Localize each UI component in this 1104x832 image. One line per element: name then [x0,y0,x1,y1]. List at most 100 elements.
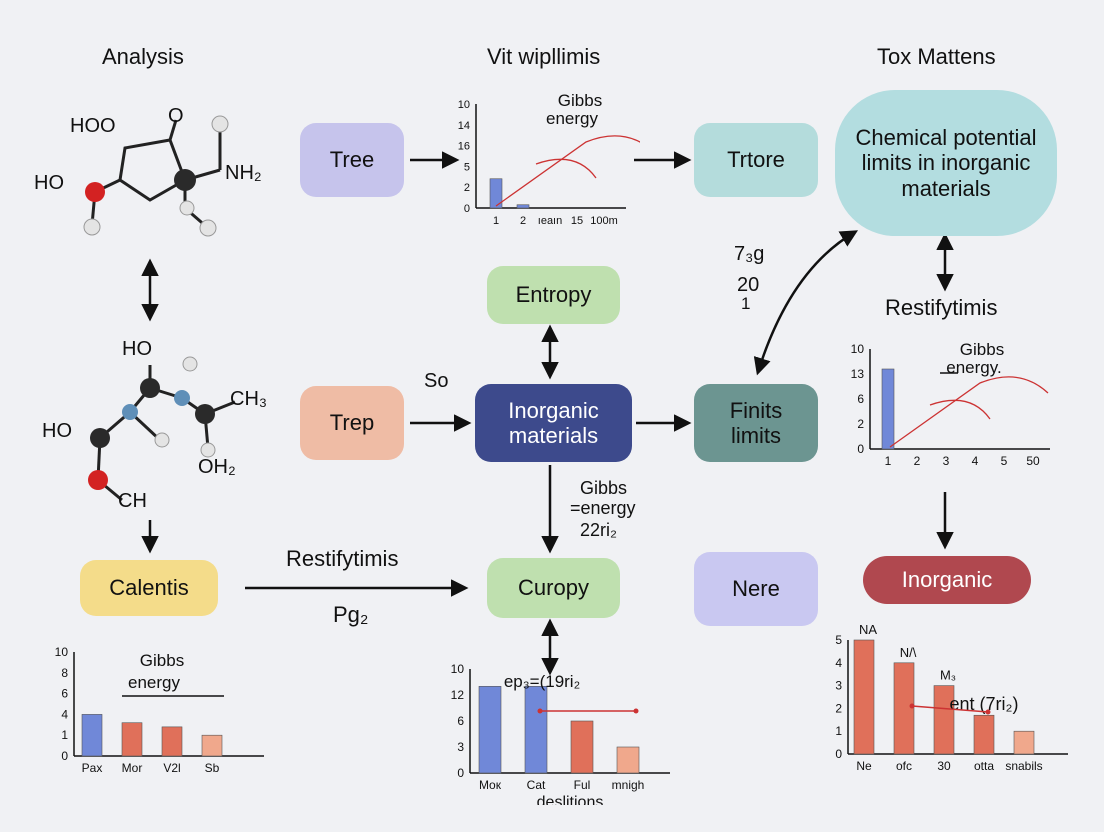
x-tick-label: Sb [205,761,220,775]
annotation-arrow-head [537,708,543,714]
y-tick-label: 0 [457,766,464,780]
y-tick-label: 3 [457,740,464,754]
bar [616,746,640,774]
label-pg2: Pg₂ [333,602,369,627]
x-tick-label: 30 [937,759,951,773]
x-tick-label: 1 [493,215,499,227]
node-inorganic: Inorganic [863,556,1031,604]
x-tick-label: 5 [1001,454,1008,468]
y-tick-label: 8 [61,666,68,680]
x-tick-label: Cat [527,778,546,792]
y-tick-label: 2 [464,182,470,194]
arrow-finits-chemical [753,230,859,376]
curve-arrow [535,158,597,179]
x-tick-label: 100m [590,215,618,227]
bar [881,368,895,450]
x-tick-label: Pax [82,761,103,775]
node-entropy: Entropy [487,266,620,324]
node-trep: Trep [300,386,404,460]
label-stack-3: 1 [741,294,751,313]
mol-label-ch3: CH₃ [230,388,268,410]
y-tick-label: 5 [835,633,842,647]
y-tick-label: 4 [61,707,68,721]
x-tick-label: Ful [574,778,591,792]
x-tick-label: snabils [1005,759,1042,773]
y-tick-label: 10 [851,342,865,356]
x-tick-label: Moк [479,778,502,792]
x-axis-label: deslitions [537,794,604,805]
bar [121,722,143,757]
mol-label-ho-left: HO [42,420,72,442]
bar [570,720,594,774]
bar [516,204,530,209]
curve-arrow [495,135,640,207]
chart-annotation: ent (7ri₂) [949,694,1018,714]
node-trtore: Trtore [694,123,818,197]
bar [161,726,183,757]
label-gibbs-1: Gibbs [580,478,628,498]
y-tick-label: 1 [835,724,842,738]
molecule-middle [88,356,236,502]
x-tick-label: 1 [885,454,892,468]
bar [489,178,503,209]
label-gibbs-2: =energy [570,498,636,518]
bar [853,639,875,755]
bar-label: N/\ [900,645,917,660]
x-tick-label: 50 [1026,454,1040,468]
x-tick-label: ofc [896,759,912,773]
y-tick-label: 3 [835,679,842,693]
mol-label-ch: CH [118,490,147,512]
bar [81,714,103,757]
y-tick-label: 0 [61,749,68,763]
annotation-arrow-head [985,709,991,715]
mol-label-nh2: NH₂ [225,162,262,184]
x-tick-label: 4 [972,454,979,468]
header-right: Tox Mattens [877,44,996,69]
annotation-arrow-head [909,703,915,709]
node-calentis: Calentis [80,560,218,616]
bar [524,686,548,774]
x-tick-label: mnigh [612,778,645,792]
bar [973,714,995,755]
x-tick-label: ıeaın [538,215,562,227]
header-center: Vit wipllimis [487,44,601,69]
x-tick-label: 2 [914,454,921,468]
molecule-top [83,115,229,237]
y-tick-label: 0 [464,203,470,215]
x-tick-label: 15 [571,215,583,227]
x-tick-label: 2 [520,215,526,227]
y-tick-label: 0 [857,442,864,456]
node-nere: Nere [694,552,818,626]
mol-label-oh2: OH₂ [198,456,236,478]
y-tick-label: 2 [835,701,842,715]
y-tick-label: 10 [55,645,69,659]
bar [893,662,915,755]
chart-annotation: ep₃=(19ri₂ [504,672,580,691]
label-restify-right: Restifytimis [885,295,998,320]
label-restify-bottom: Restifytimis [286,546,399,571]
node-chemical-potential: Chemical potential limits in inorganic m… [835,90,1057,236]
chart-annotation: Gibbs [140,651,184,670]
curve-arrow [889,376,1049,448]
y-tick-label: 0 [835,747,842,761]
x-tick-label: 3 [943,454,950,468]
chart-annotation: Gibbs [960,340,1004,359]
y-tick-label: 4 [835,656,842,670]
y-tick-label: 16 [458,141,470,153]
label-gibbs-3: 22ri₂ [580,520,618,540]
chart-annotation: energy [128,673,180,692]
curve-arrow [929,399,991,420]
y-tick-label: 10 [451,662,465,676]
bar [933,685,955,755]
mol-label-ho: HO [34,172,64,194]
y-tick-label: 6 [457,714,464,728]
label-so: So [424,370,449,392]
node-inorganic-materials: Inorganic materials [475,384,632,462]
y-tick-label: 13 [851,367,865,381]
y-tick-label: 5 [464,161,470,173]
y-tick-label: 10 [458,99,470,111]
